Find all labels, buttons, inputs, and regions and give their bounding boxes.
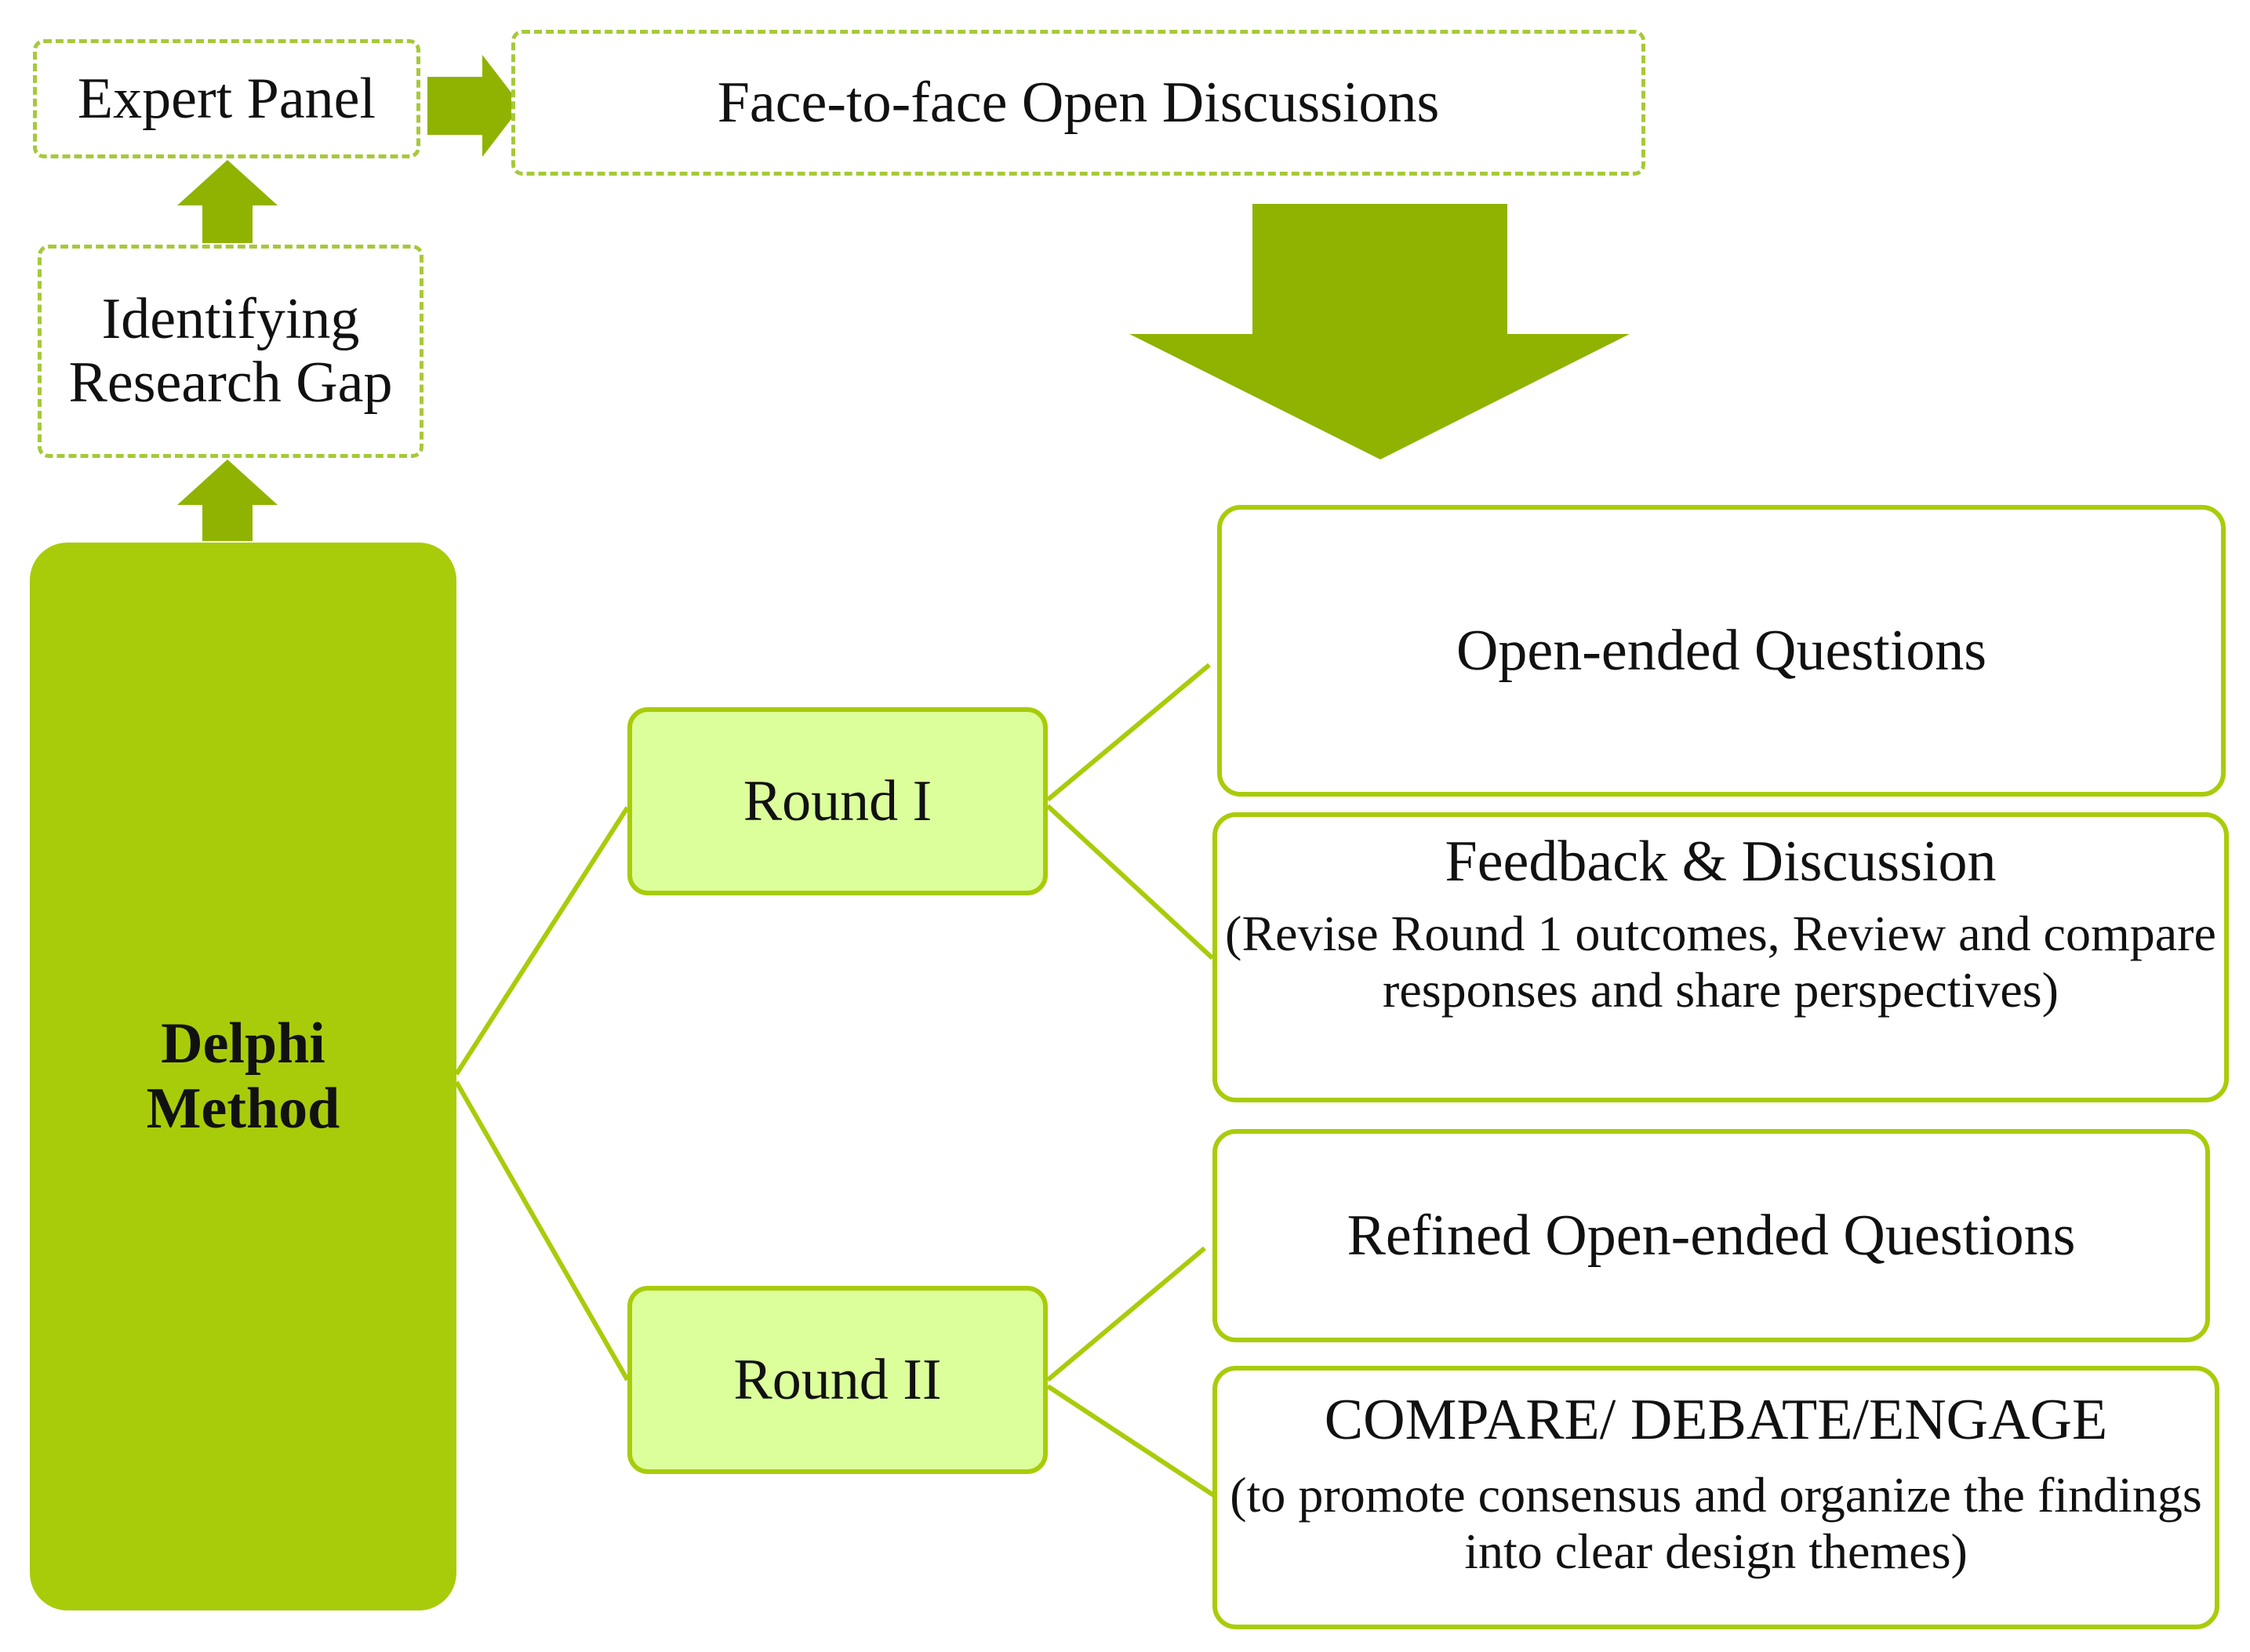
compare-debate-engage-title: COMPARE/ DEBATE/ENGAGE <box>1324 1388 2108 1452</box>
connector-line <box>454 806 630 1076</box>
delphi-method-box: Delphi Method <box>30 543 456 1610</box>
round-1-box: Round I <box>627 707 1048 895</box>
up-arrow-icon <box>177 459 278 541</box>
up-arrow-icon <box>177 160 278 243</box>
identifying-research-gap-label: Identifying Research Gap <box>68 286 393 415</box>
delphi-method-line2: Method <box>146 1077 340 1141</box>
open-ended-questions-label: Open-ended Questions <box>1456 618 1987 683</box>
open-ended-questions-box: Open-ended Questions <box>1217 505 2226 797</box>
connector-line <box>1046 1246 1206 1382</box>
down-arrow-icon <box>1129 204 1630 459</box>
expert-panel-label: Expert Panel <box>77 66 376 131</box>
face-to-face-box: Face-to-face Open Discussions <box>511 30 1645 176</box>
refined-questions-box: Refined Open-ended Questions <box>1212 1129 2210 1342</box>
refined-questions-label: Refined Open-ended Questions <box>1347 1203 2076 1268</box>
round-2-box: Round II <box>627 1286 1048 1474</box>
compare-debate-engage-detail: (to promote consensus and organize the f… <box>1230 1466 2202 1579</box>
right-arrow-icon <box>427 55 522 157</box>
compare-debate-engage-box: COMPARE/ DEBATE/ENGAGE (to promote conse… <box>1212 1366 2219 1629</box>
delphi-method-line1: Delphi <box>161 1011 325 1077</box>
face-to-face-label: Face-to-face Open Discussions <box>717 70 1440 135</box>
connector-line <box>454 1080 630 1382</box>
round-2-label: Round II <box>733 1347 942 1412</box>
feedback-discussion-title: Feedback & Discussion <box>1445 830 1997 894</box>
round-1-label: Round I <box>743 768 932 833</box>
expert-panel-box: Expert Panel <box>33 39 420 158</box>
connector-line <box>1046 1384 1219 1500</box>
feedback-discussion-detail: (Revise Round 1 outcomes, Review and com… <box>1225 905 2216 1018</box>
feedback-discussion-box: Feedback & Discussion (Revise Round 1 ou… <box>1212 812 2229 1102</box>
identifying-research-gap-box: Identifying Research Gap <box>38 245 423 458</box>
connector-line <box>1045 804 1215 960</box>
connector-line <box>1046 663 1211 802</box>
